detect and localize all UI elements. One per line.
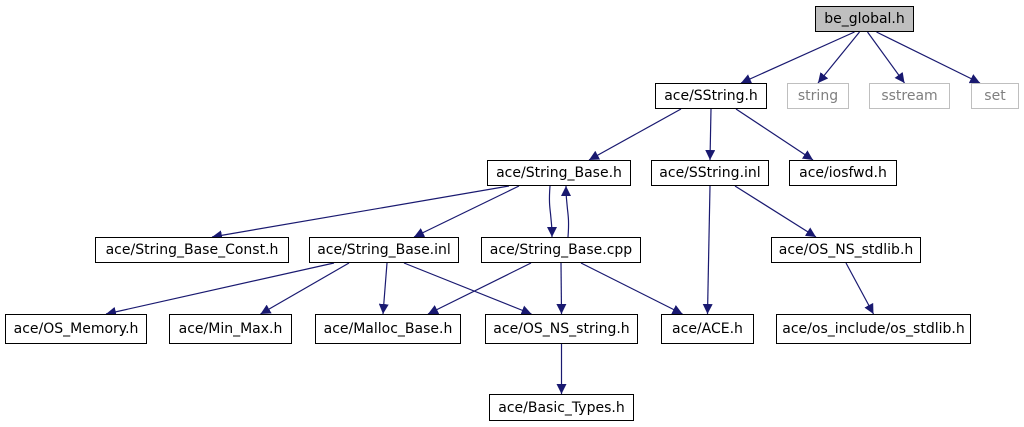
edge-be_global-to-sstream [867, 31, 905, 84]
node-string: string [787, 83, 849, 109]
node-ace-ace-h[interactable]: ace/ACE.h [661, 314, 754, 344]
node-ace-sstring-h[interactable]: ace/SString.h [655, 83, 767, 109]
node-be-global-h: be_global.h [815, 6, 914, 32]
edge-string_base_cpp-to-os_ns_string [556, 262, 567, 315]
edge-be_global-to-string [817, 31, 860, 84]
edge-string_base_cpp-to-ace_h [580, 262, 683, 315]
edge-string_base_h-to-string_base_const [211, 185, 510, 241]
edge-sstring_h-to-iosfwd [735, 108, 814, 161]
node-ace-basic-types-h[interactable]: ace/Basic_Types.h [489, 394, 634, 421]
node-ace-os-ns-string-h[interactable]: ace/OS_NS_string.h [485, 314, 638, 344]
node-ace-min-max-h[interactable]: ace/Min_Max.h [169, 314, 292, 344]
edge-string_base_cpp-to-string_base_h [561, 185, 572, 238]
edge-sstring_h-to-sstring_inl [705, 108, 716, 161]
node-ace-os-memory-h[interactable]: ace/OS_Memory.h [5, 314, 147, 344]
node-ace-string-base-inl[interactable]: ace/String_Base.inl [309, 237, 459, 263]
node-ace-os-ns-stdlib-h[interactable]: ace/OS_NS_stdlib.h [771, 237, 921, 263]
edge-sstring_inl-to-ace_h [702, 185, 713, 315]
edge-be_global-to-sstring_h [740, 31, 855, 84]
edge-sstring_h-to-string_base_h [588, 108, 682, 161]
edge-sstring_inl-to-os_ns_stdlib [734, 185, 817, 238]
edge-be_global-to-set [876, 31, 981, 84]
edge-string_base_h-to-string_base_cpp [546, 185, 557, 238]
node-ace-string-base-cpp[interactable]: ace/String_Base.cpp [481, 237, 641, 263]
node-ace-string-base-const-h[interactable]: ace/String_Base_Const.h [95, 237, 289, 263]
edge-string_base_inl-to-min_max [260, 262, 350, 315]
node-set: set [971, 83, 1019, 109]
edge-string_base_inl-to-os_ns_string [403, 262, 532, 315]
node-sstream: sstream [869, 83, 950, 109]
edge-os_ns_stdlib-to-os_stdlib [845, 262, 875, 315]
edge-string_base_cpp-to-malloc_base [427, 262, 532, 315]
edge-string_base_h-to-string_base_inl [413, 185, 520, 238]
node-ace-malloc-base-h[interactable]: ace/Malloc_Base.h [315, 314, 461, 344]
edge-string_base_inl-to-malloc_base [378, 262, 389, 315]
node-ace-string-base-h[interactable]: ace/String_Base.h [487, 160, 631, 186]
node-ace-iosfwd-h[interactable]: ace/iosfwd.h [789, 160, 897, 186]
node-ace-os-include-os-stdlib-h[interactable]: ace/os_include/os_stdlib.h [776, 314, 971, 344]
edge-string_base_inl-to-os_memory [105, 262, 335, 317]
node-ace-sstring-inl[interactable]: ace/SString.inl [651, 160, 769, 186]
